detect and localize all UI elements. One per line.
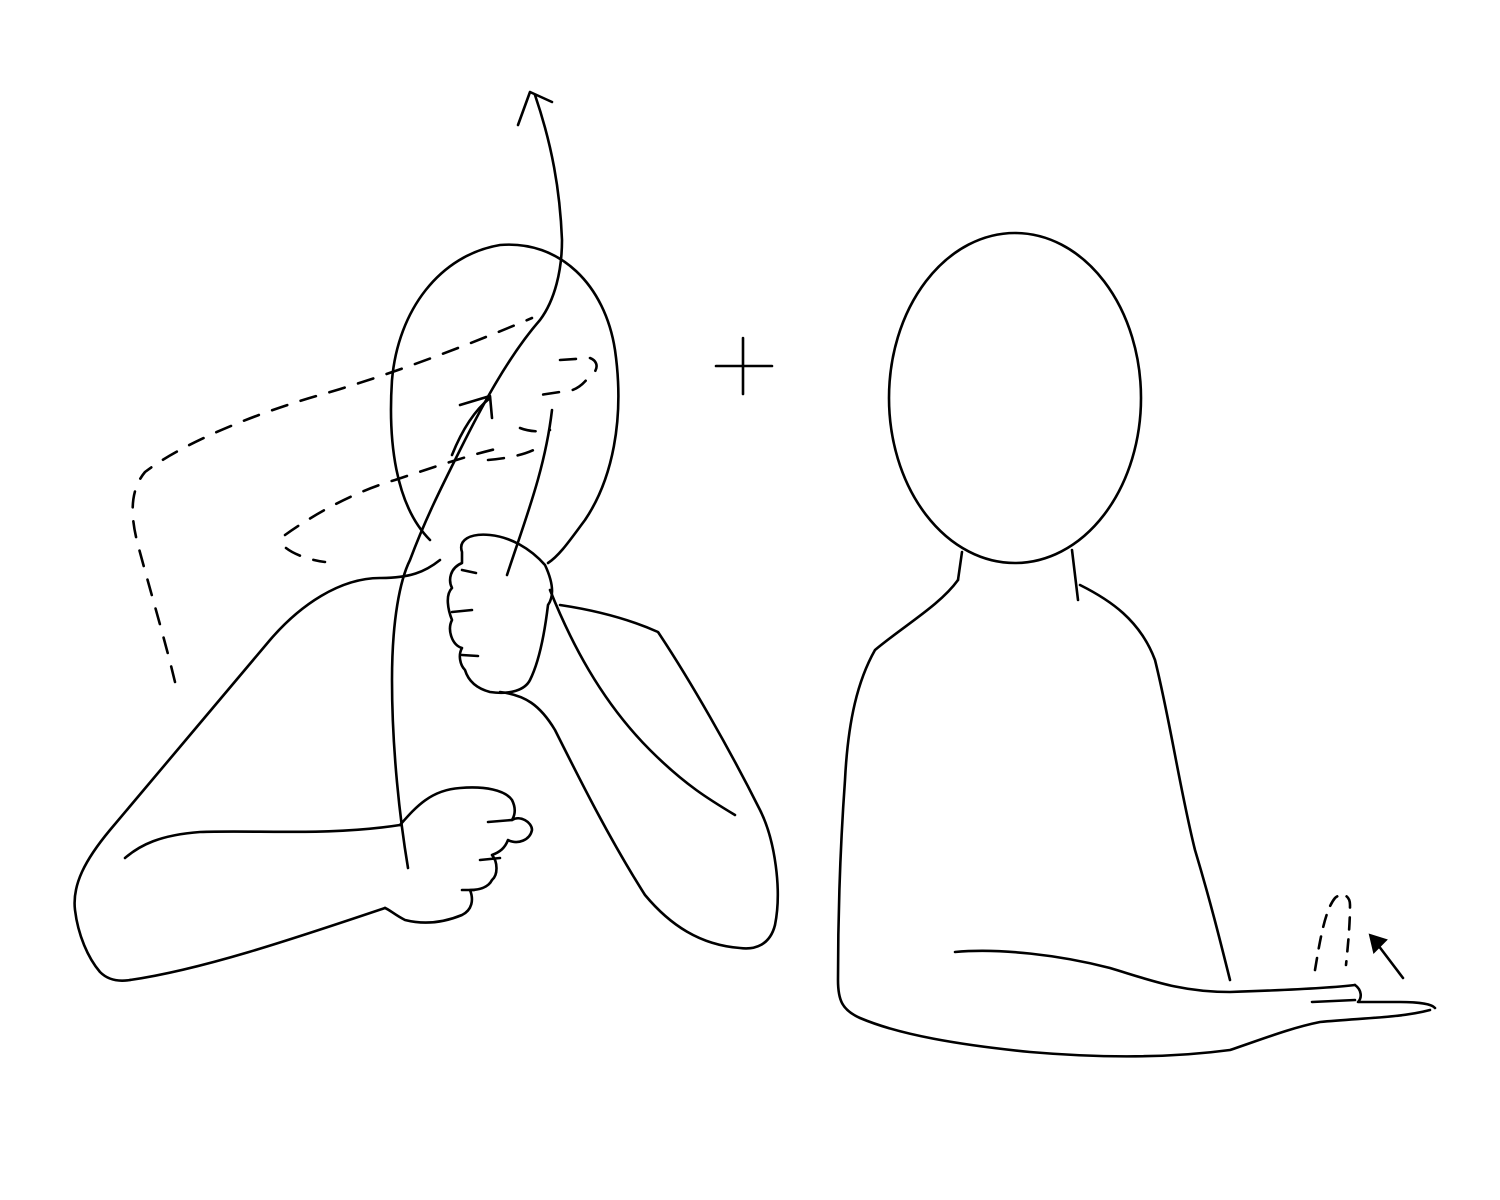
torso-right-shoulder <box>498 603 780 950</box>
small-arrow-head <box>458 394 494 420</box>
first-sign-figure <box>73 90 780 983</box>
forearm-top <box>953 949 1357 994</box>
left-forearm <box>123 823 402 860</box>
torso-left-shoulder <box>73 558 442 983</box>
lower-fist-knuckle-lines <box>460 818 514 892</box>
flat-hand <box>1353 983 1437 1010</box>
inner-right-arm <box>548 588 737 817</box>
small-arrow-to-face <box>450 396 492 457</box>
left-forearm-lower <box>128 906 387 982</box>
upward-movement-arrow <box>390 93 564 870</box>
torso-outline <box>836 578 1432 1058</box>
lower-fist <box>383 786 534 924</box>
second-sign-figure <box>836 231 1437 1058</box>
upper-fist-knuckle-lines <box>450 568 480 658</box>
small-movement-arrow-head <box>1368 933 1388 954</box>
plus-sign <box>714 336 774 396</box>
dashed-path-arrow <box>131 316 534 684</box>
upward-arrow-head <box>516 90 554 127</box>
hand-thumb-line <box>1310 998 1357 1004</box>
neck-left <box>956 550 964 582</box>
torso-right-side <box>1078 583 1232 982</box>
dashed-lower-line <box>283 446 502 537</box>
small-movement-arrow <box>1376 943 1405 980</box>
neck-right <box>1070 548 1080 602</box>
dashed-finger-motion <box>1313 893 1352 972</box>
head-outline <box>389 243 620 565</box>
head-outline <box>887 231 1143 565</box>
upper-fist <box>446 533 554 695</box>
dashed-small-curve <box>284 546 327 564</box>
dashed-hand-outline <box>486 356 598 462</box>
